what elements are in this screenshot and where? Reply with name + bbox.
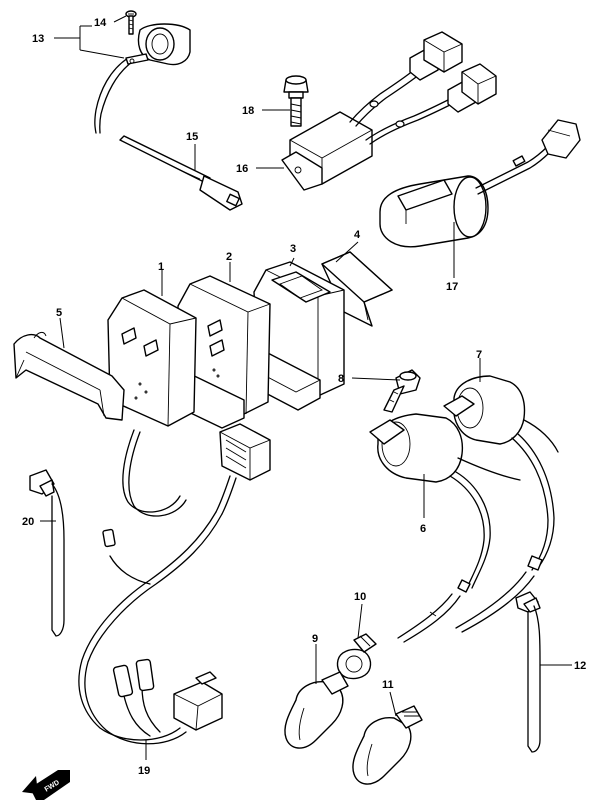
callout-7: 7	[476, 349, 482, 361]
callout-14: 14	[94, 17, 107, 29]
fwd-arrow: FWD	[22, 770, 70, 800]
part-10-plug-connector	[336, 633, 377, 680]
part-15-cable-tie	[119, 135, 243, 211]
callout-17: 17	[446, 281, 458, 293]
callout-3: 3	[290, 243, 296, 255]
part-14-screw	[125, 10, 137, 35]
part-19-wire-harness	[78, 423, 271, 745]
callout-labels: 13 14 15 18 16 17 1 2 3 4 5 6 7 8 9 10 1…	[22, 17, 586, 777]
part-11-plug-boot	[352, 705, 423, 785]
callout-13: 13	[32, 33, 44, 45]
leader-lines	[40, 15, 572, 760]
part-20-cable-tie	[29, 469, 65, 637]
callout-9: 9	[312, 633, 318, 645]
part-16-relay-unit	[281, 31, 497, 191]
part-17-capacitor	[379, 119, 581, 248]
part-1-cdi-unit	[107, 289, 197, 427]
part-12-cable-tie	[515, 591, 541, 753]
callout-18: 18	[242, 105, 254, 117]
part-18-bolt	[283, 75, 309, 127]
part-8-bolt	[383, 369, 421, 413]
callout-6: 6	[420, 523, 426, 535]
part-7-ignition-coil	[443, 375, 559, 633]
callout-12: 12	[574, 660, 586, 672]
callout-16: 16	[236, 163, 248, 175]
callout-8: 8	[338, 373, 344, 385]
callout-1: 1	[158, 261, 164, 273]
harness-loop	[122, 429, 187, 517]
callout-10: 10	[354, 591, 366, 603]
callout-15: 15	[186, 131, 198, 143]
callout-20: 20	[22, 516, 34, 528]
part-6-ignition-coil	[369, 413, 521, 643]
callout-4: 4	[354, 229, 361, 241]
callout-19: 19	[138, 765, 150, 777]
callout-11: 11	[382, 679, 394, 691]
part-13-switch-clamp	[94, 23, 191, 134]
callout-2: 2	[226, 251, 232, 263]
callout-5: 5	[56, 307, 62, 319]
part-5-rubber-holder	[13, 331, 125, 421]
